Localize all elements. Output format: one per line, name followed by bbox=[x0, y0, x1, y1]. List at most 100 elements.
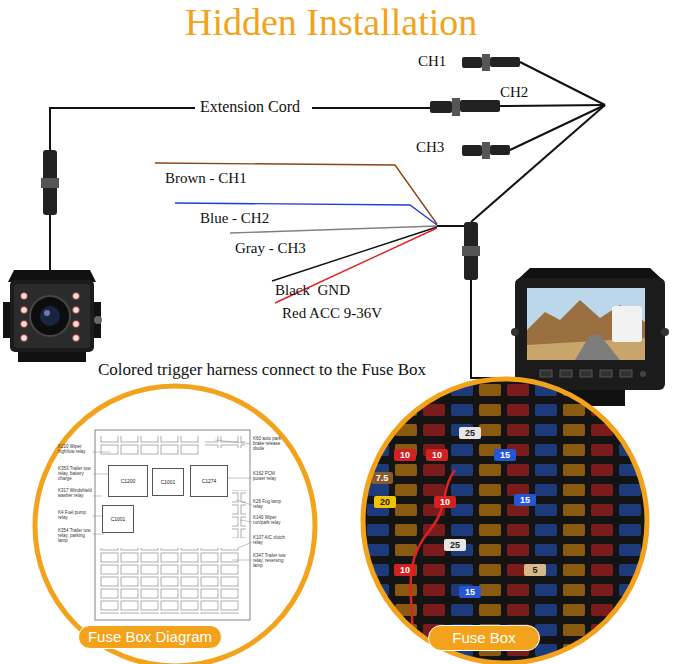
backup-camera bbox=[3, 270, 102, 362]
fuse-slots bbox=[100, 436, 200, 456]
screen-vehicle bbox=[612, 306, 642, 342]
monitor-button bbox=[580, 370, 592, 377]
monitor-screen bbox=[527, 288, 645, 360]
fuse-symbol bbox=[374, 496, 396, 508]
brown-wire bbox=[155, 163, 437, 224]
connector-label: C1001 bbox=[111, 516, 126, 522]
diagram-background bbox=[33, 384, 317, 664]
cable-wire bbox=[312, 107, 440, 109]
monitor-sensor bbox=[640, 371, 646, 377]
relay-note: K4 Fuel pump relay bbox=[58, 511, 92, 521]
relay-note: K347 Trailer tow relay, reversing lamp bbox=[253, 554, 287, 569]
fuse-symbol bbox=[459, 586, 481, 598]
connector-label: C1274 bbox=[202, 478, 217, 484]
ir-led bbox=[21, 293, 28, 300]
channel-label: CH2 bbox=[500, 84, 528, 101]
fuse-box-photo bbox=[360, 379, 650, 664]
camera-body bbox=[10, 280, 94, 352]
cable-wire bbox=[50, 108, 195, 150]
fuse-rating: 7.5 bbox=[371, 472, 393, 484]
ir-led bbox=[73, 335, 80, 342]
fuse-rating: 25 bbox=[444, 539, 466, 551]
fuse-rating: 10 bbox=[394, 449, 416, 461]
wire-label: Gray - CH3 bbox=[235, 240, 306, 257]
fuse-slots bbox=[232, 490, 246, 538]
fuse-symbol bbox=[394, 449, 416, 461]
camera-lens bbox=[40, 306, 60, 326]
fuse-box-drawing bbox=[33, 384, 317, 664]
monitor-cable bbox=[471, 105, 605, 222]
wire-label: Red ACC 9-36V bbox=[282, 305, 382, 322]
wire-label: Blue - CH2 bbox=[200, 210, 269, 227]
fuse-rating: 10 bbox=[394, 564, 416, 576]
connector-box: C1001 bbox=[152, 468, 184, 496]
ir-led bbox=[21, 307, 28, 314]
channel-label: CH3 bbox=[416, 139, 444, 156]
relay-note: K26 Fog lamp relay bbox=[253, 500, 287, 510]
relay-note: K354 Trailer tow relay, parking lamp bbox=[58, 529, 92, 544]
circle-outline-shape bbox=[35, 386, 315, 664]
fuse-rating: 10 bbox=[434, 496, 456, 508]
monitor-button bbox=[560, 370, 572, 377]
relay-note: K107 A/C clutch relay bbox=[253, 536, 287, 546]
callout-circle: Fuse Box bbox=[360, 376, 650, 664]
splitter-wire bbox=[520, 62, 605, 105]
caption-pill: Fuse Box Diagram bbox=[78, 625, 222, 649]
gray-wire bbox=[230, 226, 437, 233]
camera-lens-ring bbox=[30, 296, 70, 336]
connector-ring bbox=[41, 178, 59, 188]
fuse-slots bbox=[100, 548, 240, 614]
fuse-rating: 20 bbox=[374, 496, 396, 508]
relay-note: K210 Wiper high/low relay bbox=[58, 445, 92, 455]
ir-led bbox=[73, 307, 80, 314]
circle-outline-shape bbox=[363, 379, 647, 663]
cable-label: Extension Cord bbox=[200, 98, 300, 116]
fuse-box-outline bbox=[95, 430, 250, 620]
ir-led bbox=[21, 321, 28, 328]
connector-box: C1200 bbox=[108, 465, 148, 497]
fuse-symbol bbox=[524, 564, 546, 576]
aviation-connector bbox=[41, 54, 520, 280]
fuse-rating: 15 bbox=[494, 449, 516, 461]
fuse-slots bbox=[205, 436, 245, 448]
connector-body bbox=[430, 101, 452, 113]
camera-face bbox=[14, 284, 90, 348]
fuse-symbol bbox=[371, 472, 393, 484]
fuse-symbol bbox=[426, 449, 448, 461]
relay-note: K60 auto park brake release diode bbox=[253, 437, 287, 452]
stand-knob bbox=[511, 328, 519, 336]
fuse-rating: 5 bbox=[524, 564, 546, 576]
monitor-button bbox=[540, 370, 552, 377]
fuse-rows bbox=[360, 380, 650, 664]
connector-body bbox=[490, 145, 510, 155]
connector-label: C1001 bbox=[161, 479, 176, 485]
camera-bracket bbox=[3, 302, 10, 338]
fuse-rating: 10 bbox=[426, 449, 448, 461]
monitor-cable bbox=[471, 280, 522, 378]
ir-led bbox=[21, 335, 28, 342]
relay-note: K162 PCM power relay bbox=[253, 472, 287, 482]
screen-mountains bbox=[527, 300, 645, 360]
fuse-symbol bbox=[494, 449, 516, 461]
wire-label: Brown - CH1 bbox=[165, 170, 247, 187]
fuse-symbol bbox=[444, 539, 466, 551]
monitor-button bbox=[620, 370, 632, 377]
connector-body bbox=[462, 145, 482, 156]
stand-knob bbox=[661, 328, 669, 336]
connector-ring bbox=[462, 246, 480, 256]
connector-body bbox=[460, 100, 500, 112]
ir-led bbox=[73, 321, 80, 328]
monitor-body bbox=[515, 278, 665, 390]
relay-note: K140 Wiper run/park relay bbox=[253, 516, 287, 526]
channel-label: CH1 bbox=[418, 53, 446, 70]
connector-box: C1274 bbox=[190, 465, 228, 497]
fuse-rating: 15 bbox=[459, 586, 481, 598]
monitor-button bbox=[600, 370, 612, 377]
splitter-wire bbox=[510, 105, 605, 150]
fuse-symbol bbox=[459, 427, 481, 439]
connector-body bbox=[490, 57, 520, 67]
connector-label: C1200 bbox=[121, 478, 136, 484]
connector-body bbox=[462, 57, 482, 68]
